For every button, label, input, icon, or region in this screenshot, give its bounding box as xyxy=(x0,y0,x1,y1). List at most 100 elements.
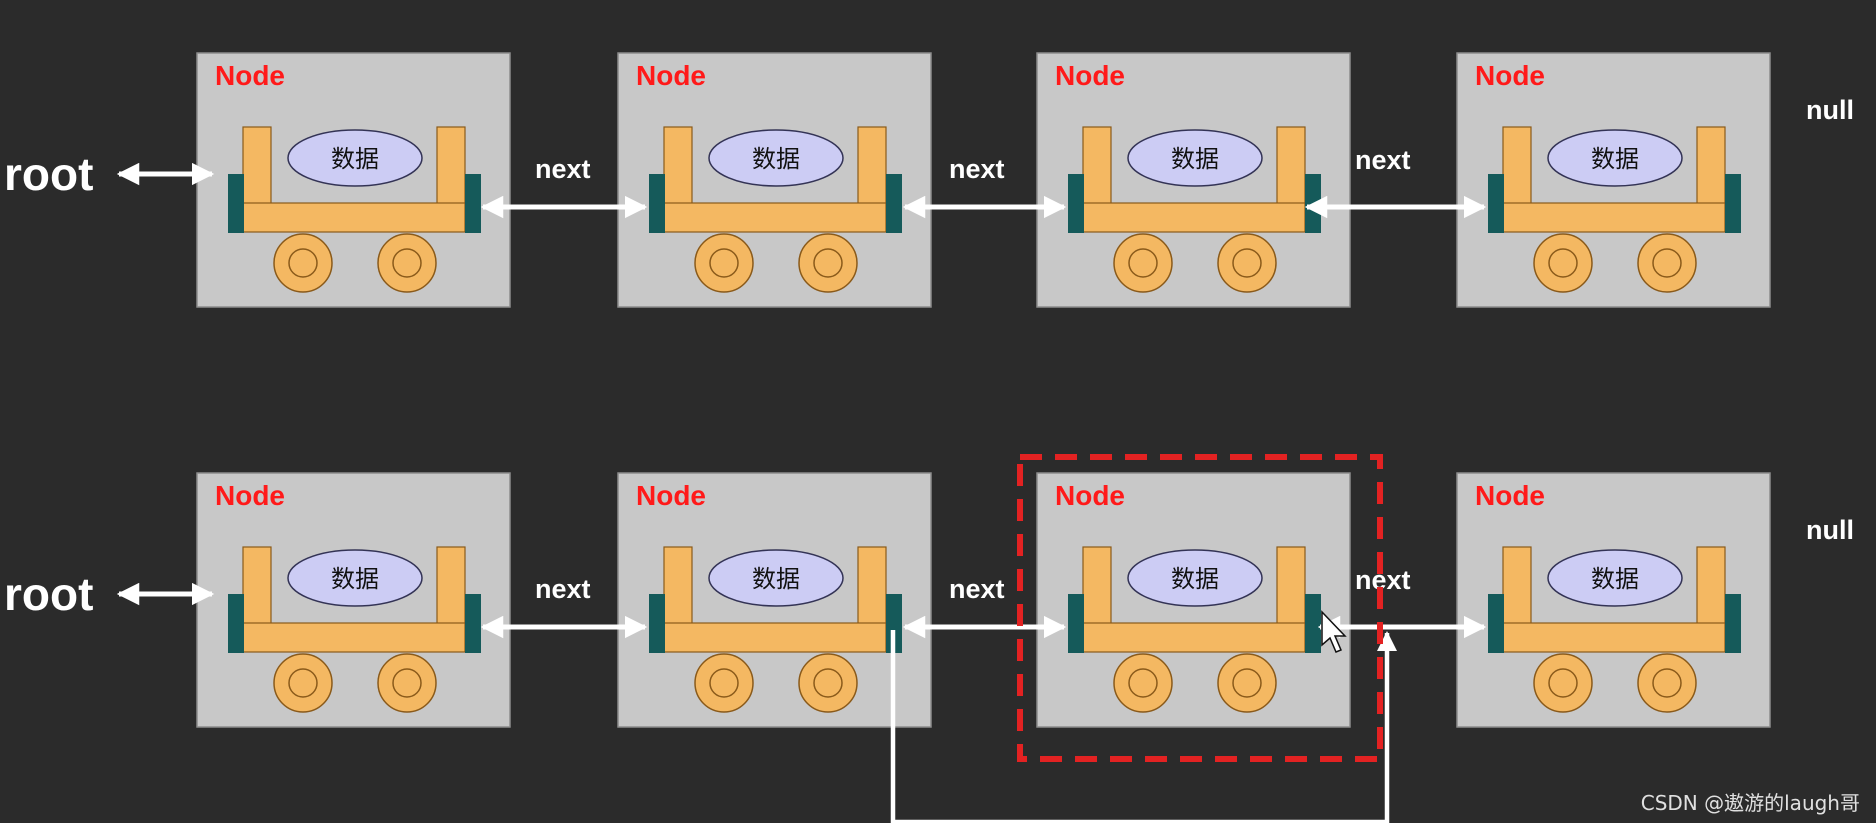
wheel-hub xyxy=(1232,248,1262,278)
wheel-hub xyxy=(1652,248,1682,278)
cart-right-cap xyxy=(1725,174,1741,233)
wheel-hub xyxy=(288,248,318,278)
node-label: Node xyxy=(1055,480,1125,511)
cart-base xyxy=(242,202,466,233)
node: Node 数据 xyxy=(1036,472,1351,728)
cart-right-post xyxy=(857,126,887,210)
cart-left-post xyxy=(242,546,272,630)
cart-right-cap xyxy=(1305,174,1321,233)
mouse-cursor-icon xyxy=(1321,610,1347,653)
node-label: Node xyxy=(215,480,285,511)
node: Node 数据 xyxy=(617,472,932,728)
cart-left-cap xyxy=(1488,594,1504,653)
root-label: root xyxy=(4,148,93,200)
data-ellipse xyxy=(287,129,423,187)
data-label: 数据 xyxy=(752,565,800,593)
cart-base xyxy=(1082,622,1306,653)
cart-base xyxy=(1502,202,1726,233)
cart-base xyxy=(242,622,466,653)
node: Node 数据 xyxy=(1456,472,1771,728)
cart-left-cap xyxy=(228,594,244,653)
wheel-hub xyxy=(1548,668,1578,698)
wheel-hub xyxy=(813,248,843,278)
node-label: Node xyxy=(636,60,706,91)
node-label: Node xyxy=(215,60,285,91)
cart-base xyxy=(663,622,887,653)
cart-right-cap xyxy=(465,174,481,233)
cart-right-post xyxy=(436,126,466,210)
cart-right-cap xyxy=(1725,594,1741,653)
deleted-node-highlight xyxy=(1017,454,1383,762)
data-label: 数据 xyxy=(331,565,379,593)
cart-right-cap xyxy=(1305,594,1321,653)
cart-right-cap xyxy=(465,594,481,653)
watermark: CSDN @遨游的laugh哥 xyxy=(1641,791,1860,815)
data-label: 数据 xyxy=(331,145,379,173)
data-ellipse xyxy=(1547,549,1683,607)
wheel-hub xyxy=(1548,248,1578,278)
next-label: next xyxy=(535,574,591,604)
next-label: next xyxy=(1355,145,1411,175)
node-label: Node xyxy=(1055,60,1125,91)
wheel-hub xyxy=(392,248,422,278)
node-label: Node xyxy=(1475,60,1545,91)
data-label: 数据 xyxy=(1591,565,1639,593)
root-label: root xyxy=(4,568,93,620)
wheel-hub xyxy=(813,668,843,698)
cart-right-post xyxy=(857,546,887,630)
node: Node 数据 xyxy=(1456,52,1771,308)
wheel-hub xyxy=(1128,668,1158,698)
wheel-hub xyxy=(1128,248,1158,278)
data-label: 数据 xyxy=(1171,145,1219,173)
cart-base xyxy=(1502,622,1726,653)
data-label: 数据 xyxy=(752,145,800,173)
node: Node 数据 xyxy=(1036,52,1351,308)
data-ellipse xyxy=(1547,129,1683,187)
cart-left-cap xyxy=(1068,174,1084,233)
cart-left-cap xyxy=(1068,594,1084,653)
wheel-hub xyxy=(392,668,422,698)
cart-base xyxy=(663,202,887,233)
node: Node 数据 xyxy=(617,52,932,308)
cart-base xyxy=(1082,202,1306,233)
cart-left-post xyxy=(663,546,693,630)
cart-left-cap xyxy=(649,174,665,233)
cart-right-cap xyxy=(886,174,902,233)
cart-left-post xyxy=(1082,126,1112,210)
cart-left-cap xyxy=(228,174,244,233)
cart-right-post xyxy=(1696,126,1726,210)
cart-left-post xyxy=(663,126,693,210)
cart-left-post xyxy=(242,126,272,210)
wheel-hub xyxy=(709,248,739,278)
wheel-hub xyxy=(288,668,318,698)
data-ellipse xyxy=(708,129,844,187)
data-label: 数据 xyxy=(1591,145,1639,173)
data-ellipse xyxy=(708,549,844,607)
cart-left-post xyxy=(1502,546,1532,630)
bypass-arrow-icon xyxy=(890,630,1398,823)
cart-right-post xyxy=(436,546,466,630)
node: Node 数据 xyxy=(196,52,511,308)
cart-left-cap xyxy=(649,594,665,653)
cart-right-post xyxy=(1276,126,1306,210)
wheel-hub xyxy=(709,668,739,698)
data-ellipse xyxy=(1127,549,1263,607)
cart-left-post xyxy=(1082,546,1112,630)
next-label: next xyxy=(949,154,1005,184)
cart-left-cap xyxy=(1488,174,1504,233)
data-ellipse xyxy=(1127,129,1263,187)
node-label: Node xyxy=(1475,480,1545,511)
wheel-hub xyxy=(1652,668,1682,698)
cart-right-cap xyxy=(886,594,902,653)
cart-right-post xyxy=(1696,546,1726,630)
data-ellipse xyxy=(287,549,423,607)
cart-right-post xyxy=(1276,546,1306,630)
wheel-hub xyxy=(1232,668,1262,698)
node-label: Node xyxy=(636,480,706,511)
data-label: 数据 xyxy=(1171,565,1219,593)
next-label: next xyxy=(949,574,1005,604)
cart-left-post xyxy=(1502,126,1532,210)
